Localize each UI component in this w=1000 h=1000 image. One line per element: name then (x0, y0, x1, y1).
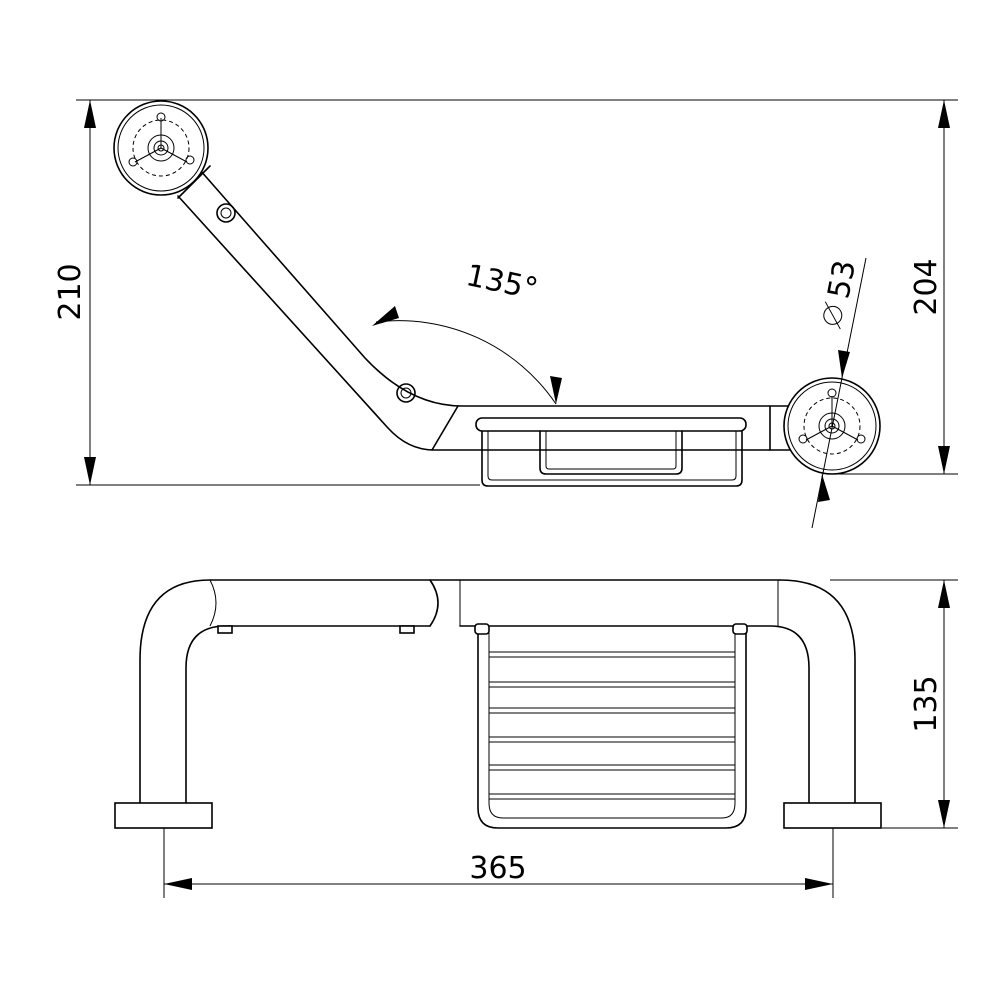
diameter-label: 53 (821, 257, 863, 301)
soap-basket-top (475, 417, 747, 487)
dimension-365-label: 365 (469, 851, 526, 886)
dimension-210-label: 210 (53, 263, 88, 320)
front-view: 135 365 (114, 579, 958, 898)
dimension-135-label: 135 (909, 675, 944, 732)
top-view: 210 204 135° 53 (53, 99, 958, 529)
dimension-204-label: 204 (909, 258, 944, 315)
right-base-plate (783, 802, 882, 829)
angle-dimension-135: 135° (372, 258, 562, 405)
diagonal-grab-bar (177, 165, 791, 451)
angle-label: 135° (463, 258, 541, 307)
left-base-plate (114, 802, 213, 829)
dimension-365: 365 (164, 851, 833, 890)
left-support-tube (139, 579, 781, 804)
dimension-210: 210 (53, 100, 96, 485)
left-wall-flange (113, 100, 209, 196)
dimension-135: 135 (909, 580, 950, 828)
dimension-204: 204 (909, 100, 950, 474)
soap-basket-front (474, 623, 748, 829)
right-support-tube (459, 579, 856, 804)
diameter-53: 53 (811, 257, 867, 529)
